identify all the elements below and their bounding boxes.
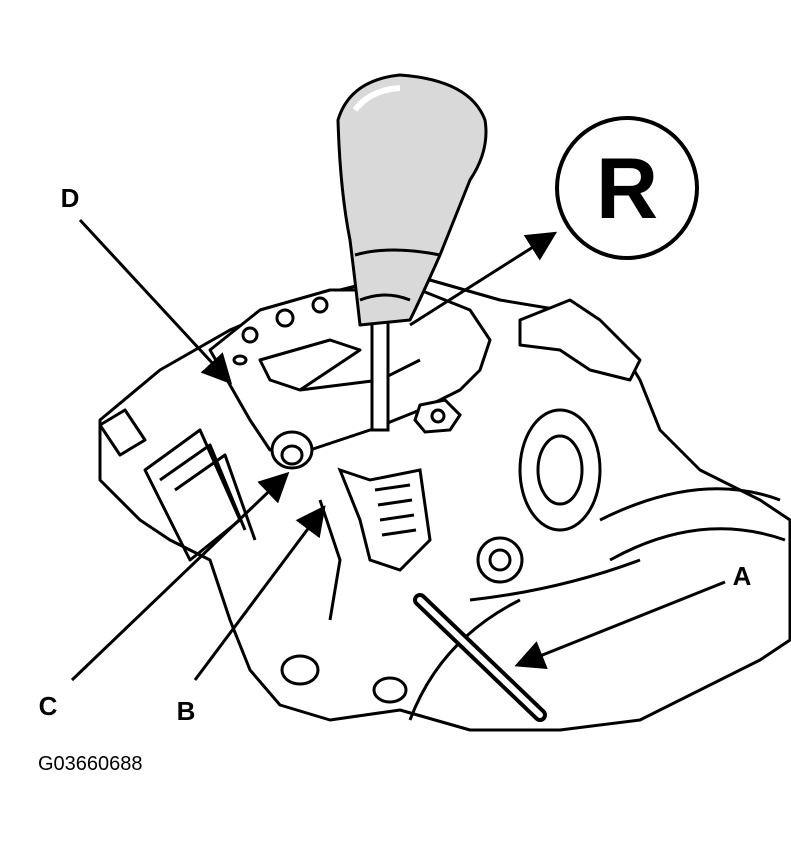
arrow-d (78, 218, 233, 385)
shift-lever-shaft (370, 308, 390, 432)
figure-code: G03660688 (38, 753, 143, 775)
shift-knob (336, 73, 488, 327)
pin-c (270, 430, 314, 470)
arrow-a (514, 580, 726, 670)
adjuster-nut (413, 398, 462, 434)
control-cable-a (413, 593, 547, 722)
callout-a: A (733, 561, 752, 591)
reverse-badge-letter: R (596, 141, 658, 237)
arrow-c (70, 471, 290, 682)
leader-arrows (70, 218, 726, 682)
callout-b: B (177, 696, 196, 726)
linkage-bracket (318, 467, 432, 621)
arrow-r (409, 231, 558, 327)
reverse-position-badge: R (555, 116, 699, 260)
callout-d: D (61, 183, 80, 213)
callout-c: C (39, 691, 58, 721)
arrow-b (193, 505, 326, 681)
